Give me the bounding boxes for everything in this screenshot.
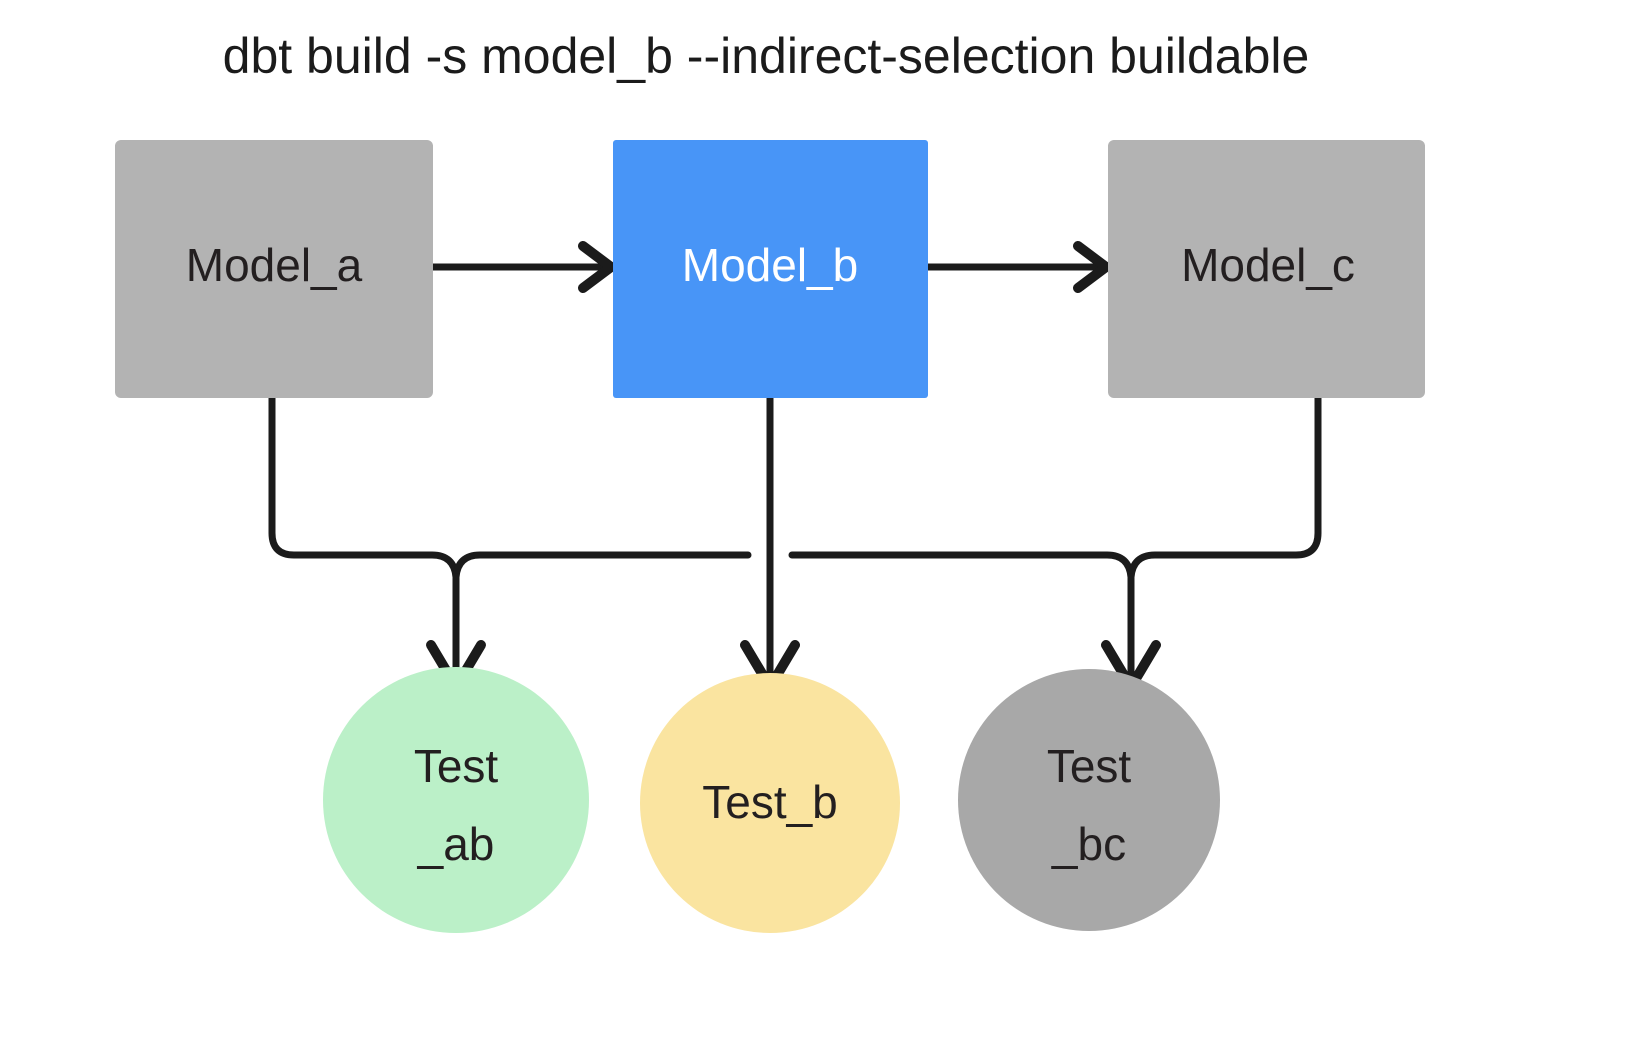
edge-model-b-to-model-c xyxy=(924,241,1111,293)
edge-model-b-to-test-b xyxy=(740,394,800,694)
edge-model-a-to-model-b xyxy=(429,241,616,293)
edge-model-a-to-test-ab xyxy=(268,394,460,581)
test-ab-label-line1: Test xyxy=(414,740,499,792)
edge-model-b-to-test-ab xyxy=(452,551,752,581)
test-b-label-line1: Test_b xyxy=(702,776,838,828)
model-b-shape[interactable] xyxy=(613,140,928,398)
model-b-label: Model_b xyxy=(682,239,858,291)
test-ab-label-line2: _ab xyxy=(417,818,495,870)
test-bc-shape[interactable] xyxy=(958,669,1220,931)
page-title: dbt build -s model_b --indirect-selectio… xyxy=(223,28,1310,84)
model-c-shape[interactable] xyxy=(1108,140,1425,398)
node-model-c[interactable]: Model_c xyxy=(1108,140,1425,398)
model-c-label: Model_c xyxy=(1181,239,1355,291)
node-test-b[interactable]: Test_b xyxy=(640,673,900,933)
node-test-bc[interactable]: Test _bc xyxy=(958,669,1220,931)
edge-model-c-to-test-bc xyxy=(1127,394,1322,581)
test-ab-shape[interactable] xyxy=(323,667,589,933)
edge-model-b-to-test-bc xyxy=(788,551,1135,581)
test-bc-label-line2: _bc xyxy=(1051,818,1126,870)
model-a-label: Model_a xyxy=(186,239,363,291)
node-model-b[interactable]: Model_b xyxy=(613,140,928,398)
test-b-shape[interactable] xyxy=(640,673,900,933)
model-a-shape[interactable] xyxy=(115,140,433,398)
node-test-ab[interactable]: Test _ab xyxy=(323,667,589,933)
node-model-a[interactable]: Model_a xyxy=(115,140,433,398)
test-bc-label-line1: Test xyxy=(1047,740,1132,792)
